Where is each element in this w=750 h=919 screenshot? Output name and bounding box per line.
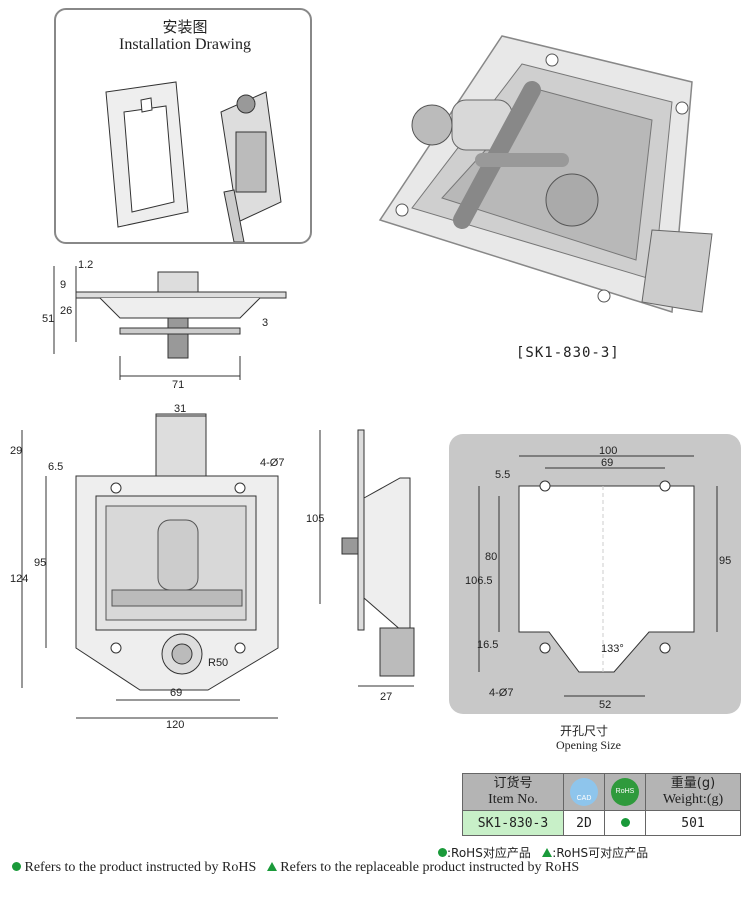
replaceable-foot-icon (266, 862, 277, 871)
side-dim-5: 3 (262, 317, 268, 329)
header-weight-cn: 重量(g) (670, 776, 716, 791)
side-view-drawing: 1.2 9 26 51 3 71 (42, 259, 287, 391)
cad-cell: 2D (563, 810, 605, 836)
front-dim-holes: 4-Ø7 (260, 457, 284, 469)
side-dim-6: 71 (172, 379, 184, 391)
weight-cell: 501 (645, 810, 741, 836)
front-dim-height-inner: 95 (34, 557, 46, 569)
rohs-foot-icon (12, 862, 21, 871)
header-weight-en: Weight:(g) (662, 792, 724, 807)
side-dim-3: 26 (60, 305, 72, 317)
installation-title-en: Installation Drawing (119, 36, 251, 53)
header-item-en: Item No. (488, 792, 538, 807)
opening-caption-en: Opening Size (556, 738, 621, 752)
footnotes: Refers to the product instructed by RoHS… (12, 860, 579, 876)
rohs-legend-icon (438, 848, 447, 857)
side-dim-4: 51 (42, 313, 54, 325)
profile-dim-depth: 27 (380, 691, 392, 703)
product-photo (378, 35, 713, 313)
opening-dim-left: 5.5 (495, 469, 510, 481)
header-item-cn: 订货号 (493, 776, 533, 791)
front-dim-height-total: 124 (10, 573, 28, 585)
footnote-replaceable: Refers to the replaceable product instru… (280, 860, 580, 875)
opening-size-drawing: 100 69 5.5 106.5 80 16.5 95 4-Ø7 133° 52 (449, 434, 741, 714)
side-dim-2: 9 (60, 279, 66, 291)
rohs-icon: RoHS (611, 778, 639, 806)
installation-drawing-panel: 安装图 Installation Drawing (54, 8, 312, 244)
table-row: SK1-830-3 2D 501 (462, 810, 741, 836)
spec-table-header: 订货号 Item No. CAD RoHS 重量(g) Weight:(g) (462, 773, 741, 811)
front-dim-top: 31 (174, 403, 186, 415)
front-view-drawing: 31 29 6.5 4-Ø7 95 124 R50 69 120 (10, 403, 284, 730)
product-model-label: [SK1-830-3] (516, 345, 620, 361)
profile-dim-height: 105 (306, 513, 324, 525)
cad-icon: CAD (570, 778, 598, 806)
profile-view-drawing: 105 27 (306, 429, 415, 703)
replaceable-legend-icon (542, 848, 553, 857)
opening-dim-holes: 4-Ø7 (489, 687, 513, 699)
opening-dim-total-height: 106.5 (465, 575, 493, 587)
opening-dim-right-height: 95 (719, 555, 731, 567)
front-dim-left-small: 6.5 (48, 461, 63, 473)
front-dim-radius: R50 (208, 657, 228, 669)
legend-rohs-text: :RoHS对应产品 (447, 846, 531, 860)
opening-caption-cn: 开孔尺寸 (560, 724, 609, 738)
installation-illustration (105, 81, 282, 242)
opening-dim-mid-height: 80 (485, 551, 497, 563)
spec-table: 订货号 Item No. CAD RoHS 重量(g) Weight:(g) S… (462, 773, 741, 836)
opening-dim-outer-width: 100 (599, 445, 617, 457)
opening-dim-angle: 133° (601, 643, 624, 655)
opening-dim-inner-width: 69 (601, 457, 613, 469)
legend: :RoHS对应产品 :RoHS可对应产品 (438, 844, 648, 861)
installation-title-cn: 安装图 (162, 18, 208, 36)
rohs-dot-icon (620, 817, 630, 827)
front-dim-top-left: 29 (10, 445, 22, 457)
front-dim-width-total: 120 (166, 719, 184, 730)
side-dim-1: 1.2 (78, 259, 93, 271)
opening-dim-notch: 52 (599, 699, 611, 711)
opening-dim-bottom-height: 16.5 (477, 639, 498, 651)
legend-replaceable-text: :RoHS可对应产品 (552, 846, 649, 860)
front-dim-width-holes: 69 (170, 687, 182, 699)
footnote-rohs: Refers to the product instructed by RoHS (24, 860, 257, 875)
item-number-cell: SK1-830-3 (462, 810, 564, 836)
rohs-cell (604, 810, 646, 836)
